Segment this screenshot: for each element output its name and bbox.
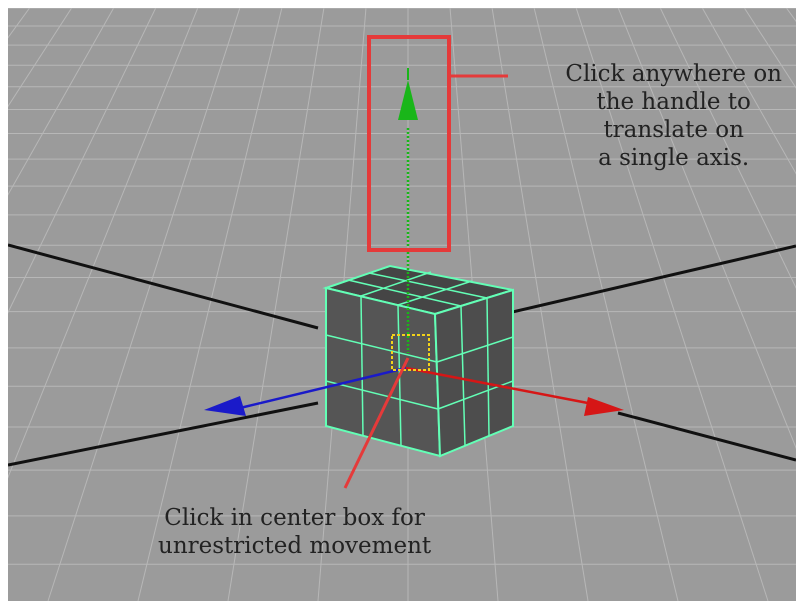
selected-cube[interactable] bbox=[322, 264, 514, 458]
world-axis-line-bottom-left bbox=[8, 401, 319, 467]
cube-edge bbox=[360, 271, 432, 297]
grid-line bbox=[743, 8, 796, 89]
grid-line bbox=[659, 8, 796, 289]
bottom-callout-leader bbox=[343, 357, 410, 489]
x-axis-handle[interactable] bbox=[405, 366, 594, 406]
cube-edge bbox=[325, 380, 439, 410]
callout-line: Click in center box for bbox=[164, 505, 425, 531]
callout-line: a single axis. bbox=[598, 145, 750, 172]
world-axis-line-left bbox=[8, 243, 319, 330]
center-box-icon[interactable] bbox=[391, 334, 430, 371]
world-axis-line-right bbox=[507, 244, 796, 315]
callout-line: translate on bbox=[603, 117, 744, 144]
cube-edge bbox=[368, 272, 488, 299]
grid-line bbox=[8, 8, 157, 314]
y-axis-arrow-icon[interactable] bbox=[398, 80, 418, 120]
3d-viewport[interactable]: Click anywhere on the handle to translat… bbox=[8, 8, 796, 601]
scene-canvas bbox=[8, 8, 796, 601]
grid-line bbox=[8, 8, 199, 479]
cube-right-face bbox=[433, 288, 514, 458]
cube-edge bbox=[325, 334, 438, 363]
grid-line bbox=[8, 8, 115, 196]
cube-edge bbox=[397, 280, 473, 306]
grid-line bbox=[617, 8, 796, 449]
callout-line: unrestricted movement bbox=[158, 533, 432, 560]
z-axis-arrow-icon[interactable] bbox=[204, 396, 246, 416]
cube-edge bbox=[460, 305, 466, 447]
bottom-callout-text: Click in center box for unrestricted mov… bbox=[158, 504, 431, 560]
callout-line: the handle to bbox=[596, 89, 751, 116]
handle-highlight-box bbox=[367, 35, 451, 252]
cube-edge bbox=[347, 279, 462, 307]
cube-edge bbox=[436, 336, 514, 363]
cube-edge bbox=[360, 295, 364, 437]
grid-line bbox=[491, 8, 589, 601]
x-axis-arrow-icon[interactable] bbox=[584, 397, 624, 416]
grid-line bbox=[8, 8, 73, 108]
z-axis-handle[interactable] bbox=[239, 366, 407, 410]
top-callout-text: Click anywhere on the handle to translat… bbox=[565, 60, 782, 172]
grid-line bbox=[47, 8, 241, 601]
cube-edge bbox=[486, 297, 490, 437]
grid-line bbox=[701, 8, 796, 175]
callout-line: Click anywhere on bbox=[565, 61, 782, 87]
grid-line bbox=[575, 8, 769, 601]
grid-line bbox=[137, 8, 283, 601]
world-axis-line-bottom-right bbox=[617, 411, 796, 462]
